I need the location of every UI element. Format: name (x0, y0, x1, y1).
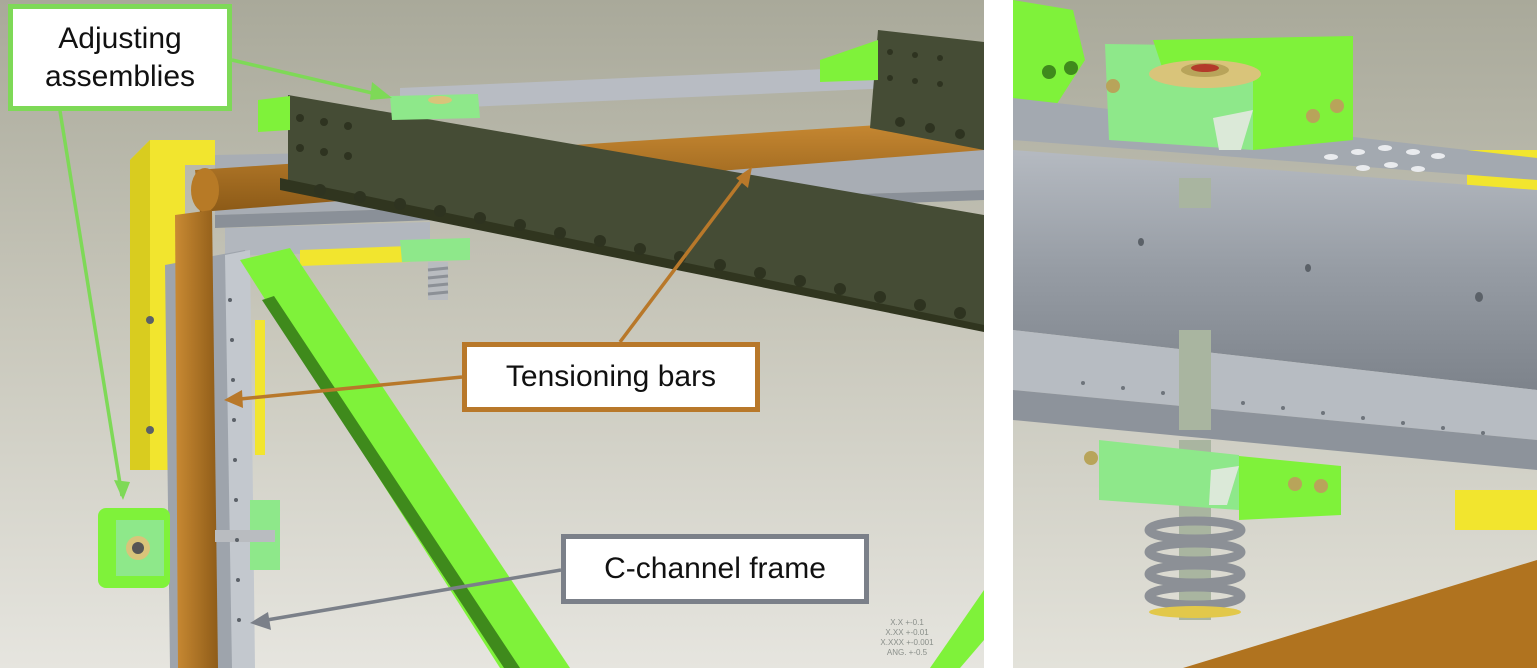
adjusting-assembly-upper (1105, 36, 1353, 150)
callout-adjusting-line1: Adjusting (58, 22, 182, 55)
yellow-part-right-lower (1455, 490, 1537, 530)
tolerance-line: X.X +-0.1 (890, 618, 924, 627)
tensioning-bar-vertical (175, 210, 218, 668)
green-bracket-topleft (1013, 0, 1085, 115)
callout-adjusting-line2: assemblies (44, 59, 196, 93)
adjusting-assembly-side (98, 500, 280, 588)
overview-render-panel: Adjusting assemblies Tensioning bars C-c… (0, 0, 984, 668)
closeup-render-panel (1013, 0, 1537, 668)
callout-c-channel-frame: C-channel frame (561, 534, 869, 604)
callout-tensioning-label: Tensioning bars (505, 360, 717, 394)
threaded-rod (1179, 330, 1211, 430)
tolerance-block: X.X +-0.1 X.XX +-0.01 X.XXX +-0.001 ANG.… (872, 618, 942, 658)
spring (1144, 516, 1246, 610)
dark-perforated-bar (288, 95, 984, 330)
callout-adjusting-assemblies: Adjusting assemblies (8, 4, 232, 111)
green-diagonal-brace (240, 248, 570, 668)
tensioning-bar-closeup (1183, 560, 1537, 668)
callout-cchannel-label: C-channel frame (604, 552, 826, 586)
adjusting-assembly-top (258, 40, 878, 132)
adjusting-assembly-lower (1084, 440, 1341, 520)
c-channel-tube (1013, 150, 1537, 390)
overview-render (0, 0, 984, 668)
perforation-holes (296, 114, 966, 319)
tolerance-line: X.XX +-0.01 (885, 628, 929, 637)
callout-tensioning-bars: Tensioning bars (462, 342, 760, 412)
tolerance-line: ANG. +-0.5 (886, 648, 928, 657)
tolerance-line: X.XXX +-0.001 (880, 638, 934, 647)
adjusting-assembly-lower (400, 238, 470, 300)
callout-arrows (58, 58, 750, 624)
closeup-render (1013, 0, 1537, 668)
